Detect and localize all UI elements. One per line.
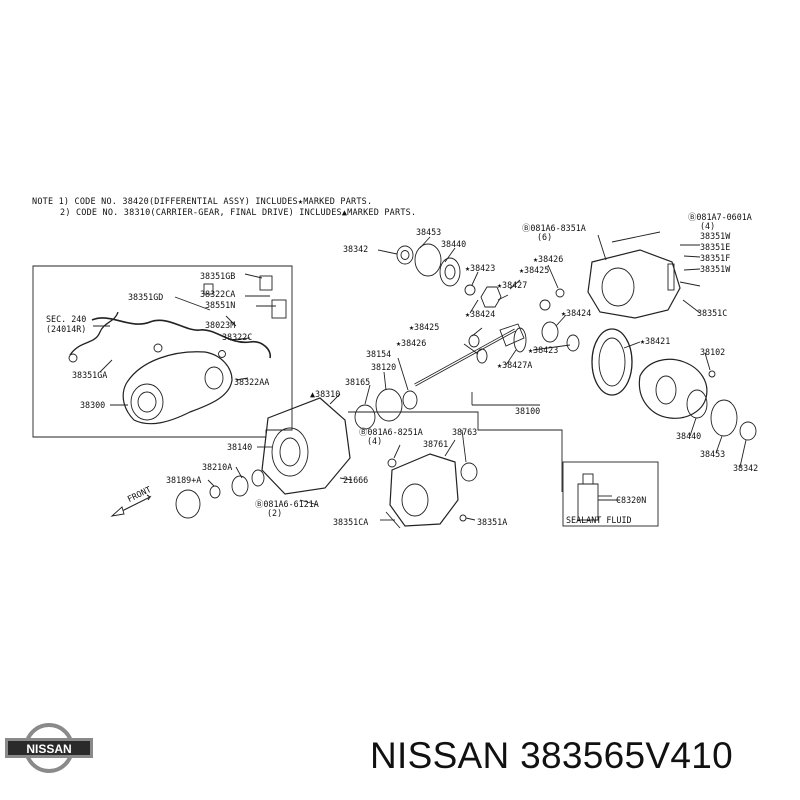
part-label: 38351A xyxy=(477,517,508,527)
part-label: 38140 xyxy=(227,442,253,452)
part-label: ★38427A xyxy=(497,360,533,370)
part-label: 38189+A xyxy=(166,475,202,485)
part-label: 38761 xyxy=(423,439,449,449)
part-label: 38453 xyxy=(416,227,442,237)
part-label: ★38427 xyxy=(497,280,528,290)
part-label: 38342 xyxy=(733,463,759,473)
part-label: 38351W xyxy=(700,231,731,241)
diff-case xyxy=(638,358,708,419)
note-line-2: 2) CODE NO. 38310(CARRIER-GEAR, FINAL DR… xyxy=(60,208,417,218)
part-label: 38154 xyxy=(366,349,392,359)
part-label: ★38423 xyxy=(465,263,496,273)
harness-wire-2 xyxy=(69,311,119,356)
part-label: ★38423 xyxy=(528,345,559,355)
part-label: SEC. 240 xyxy=(46,314,87,324)
part-label: 38165 xyxy=(345,377,371,387)
part-label: 38023M xyxy=(205,320,236,330)
sealant-box xyxy=(562,461,659,527)
part-label: 38322AA xyxy=(234,377,270,387)
part-label: 38440 xyxy=(441,239,467,249)
housing-left xyxy=(122,351,233,425)
part-label: 38351C xyxy=(697,308,728,318)
part-label: (6) xyxy=(537,232,553,242)
part-label: 38351F xyxy=(700,253,731,263)
part-label: 38100 xyxy=(515,406,541,416)
part-label: 38322C xyxy=(222,332,253,342)
part-label: ★38421 xyxy=(640,336,671,346)
logo-text: NISSAN xyxy=(26,742,71,756)
part-label: 38351W xyxy=(700,264,731,274)
part-label: 38342 xyxy=(343,244,369,254)
part-label: ★38424 xyxy=(561,308,592,318)
part-label: 38120 xyxy=(371,362,397,372)
rear-cover xyxy=(587,249,681,319)
part-label: ★38425 xyxy=(409,322,440,332)
part-label: Ⓑ081A7-0601A xyxy=(688,212,752,222)
ring-gear xyxy=(591,328,633,396)
part-label: 38351GB xyxy=(200,271,236,281)
part-label: SEALANT FLUID xyxy=(566,515,632,525)
part-label: ★38425 xyxy=(519,265,550,275)
part-label: 38351E xyxy=(700,242,731,252)
part-label: 38351GA xyxy=(72,370,108,380)
part-label: 38763 xyxy=(452,427,478,437)
part-label: ★38424 xyxy=(465,309,496,319)
part-label: 38351CA xyxy=(333,517,369,527)
note-line-1: NOTE 1) CODE NO. 38420(DIFFERENTIAL ASSY… xyxy=(32,197,373,207)
part-label: ▲38310 xyxy=(310,389,341,399)
part-label: 38300 xyxy=(80,400,106,410)
part-label: Ⓑ081A6-6121A xyxy=(255,499,319,509)
part-label: Ⓑ081A6-8251A xyxy=(359,427,423,437)
carrier-box xyxy=(348,411,563,492)
harness-wire xyxy=(91,317,272,359)
part-label: (24014R) xyxy=(46,324,87,334)
part-label: 38440 xyxy=(676,431,702,441)
part-number-caption: NISSAN 383565V410 xyxy=(370,735,734,776)
part-label: Ⓑ081A6-8351A xyxy=(522,223,586,233)
part-label: (4) xyxy=(367,436,383,446)
part-label: C8320N xyxy=(616,495,647,505)
part-label: 38551N xyxy=(205,300,236,310)
part-label: ★38426 xyxy=(533,254,564,264)
part-label: (4) xyxy=(700,221,716,231)
part-label: 38102 xyxy=(700,347,726,357)
carrier-housing xyxy=(261,397,351,495)
part-label: (2) xyxy=(267,508,283,518)
part-label: 38453 xyxy=(700,449,726,459)
part-label: 38351GD xyxy=(128,292,164,302)
bottom-cover xyxy=(389,453,459,527)
part-label: 38322CA xyxy=(200,289,236,299)
subassembly-box xyxy=(32,265,293,438)
front-arrow xyxy=(117,494,152,514)
part-label: 38210A xyxy=(202,462,233,472)
part-label: 21666 xyxy=(343,475,369,485)
part-label: ★38426 xyxy=(396,338,427,348)
nissan-logo-icon: NISSAN xyxy=(5,723,93,773)
